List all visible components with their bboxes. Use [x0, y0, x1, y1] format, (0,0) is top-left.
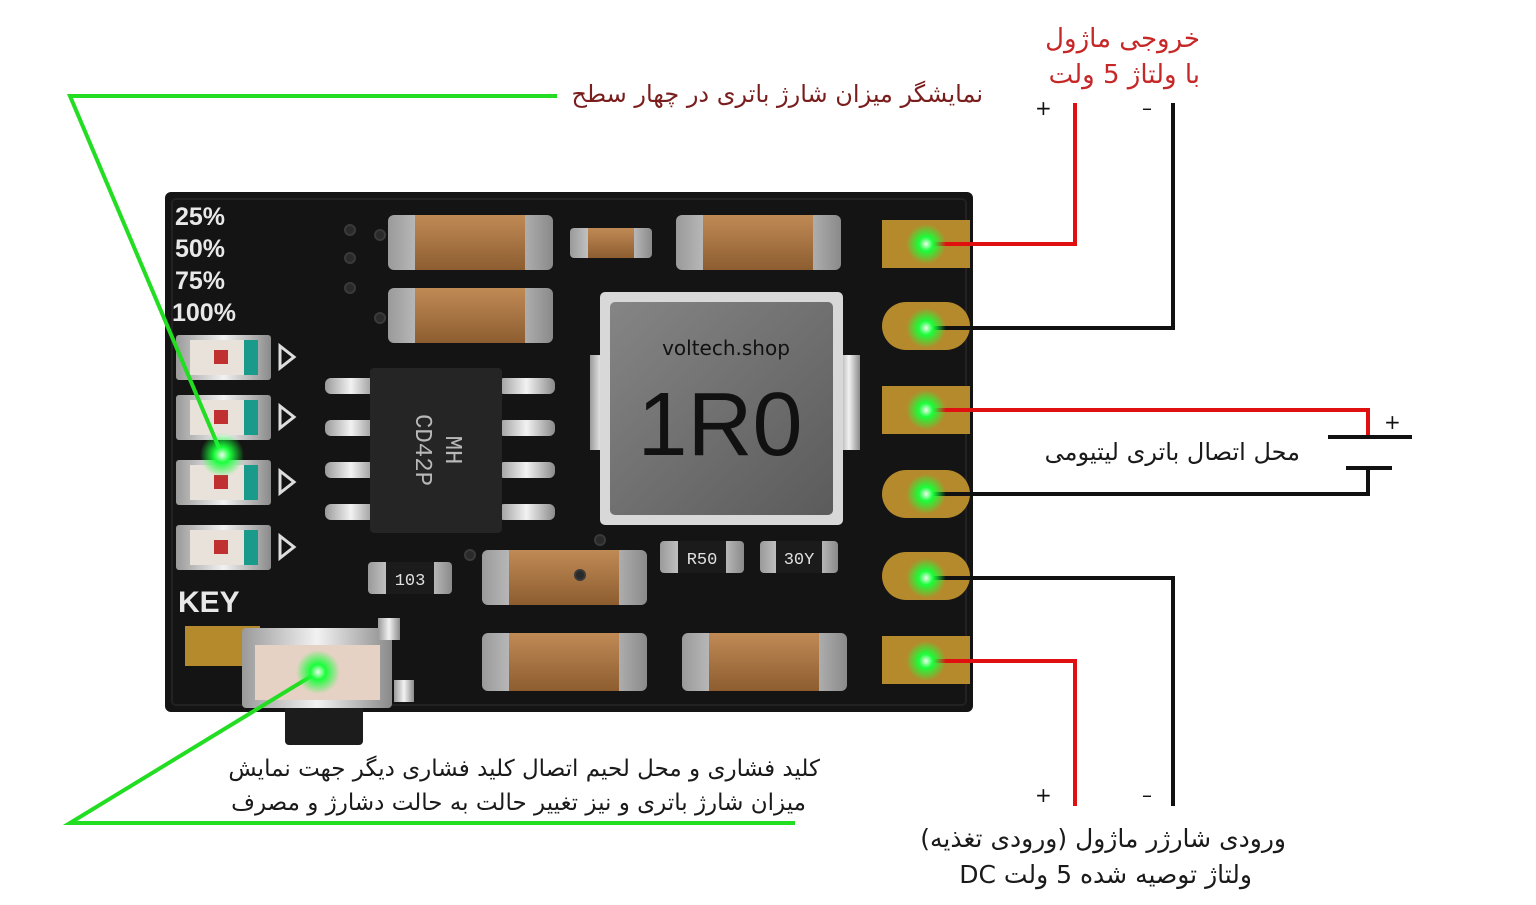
- battery-label: محل اتصال باتری لیتیومی: [1044, 438, 1300, 466]
- ic-chip: MH CD42P: [325, 368, 555, 533]
- resistors: 103 R50 30Y: [368, 541, 838, 594]
- key-label-line1: کلید فشاری و محل لحیم اتصال کلید فشاری د…: [228, 756, 820, 782]
- battery-plus-sign: +: [1384, 410, 1401, 434]
- input-label-line1: ورودی شارژر ماژول (ورودی تغذیه): [920, 824, 1286, 853]
- resistor-r50: R50: [660, 541, 744, 573]
- resistor-30y: 30Y: [760, 541, 838, 573]
- inductor-marking: 1R0: [637, 375, 802, 475]
- svg-text:R50: R50: [687, 551, 718, 570]
- capacitors: [388, 215, 847, 691]
- input-minus-sign: –: [1142, 783, 1152, 807]
- output-label-line2: با ولتاژ 5 ولت: [1048, 60, 1200, 90]
- capacitor-c1: [388, 215, 553, 270]
- pointer-indicator: [66, 94, 557, 456]
- output-plus-sign: +: [1035, 96, 1052, 120]
- capacitor-c3: [570, 228, 652, 258]
- wire-output-minus: [926, 103, 1175, 330]
- pointer-lines: [62, 94, 795, 825]
- svg-text:103: 103: [395, 572, 426, 591]
- ic-marking-line1: MH: [438, 436, 465, 465]
- indicator-label: نمایشگر میزان شارژ باتری در چهار سطح: [571, 80, 983, 108]
- vias: [344, 224, 606, 581]
- resistor-103: 103: [368, 562, 452, 594]
- output-minus-sign: –: [1142, 96, 1152, 120]
- wires: [926, 103, 1370, 806]
- capacitor-c6: [482, 633, 647, 691]
- wire-input-minus: [926, 576, 1175, 806]
- capacitor-c7: [682, 633, 847, 691]
- battery-symbol: [1328, 435, 1412, 470]
- wire-battery-minus: [926, 468, 1370, 496]
- capacitor-c5: [482, 550, 647, 605]
- level-25-label: 25%: [175, 203, 225, 231]
- wire-battery-plus: [926, 408, 1370, 437]
- svg-text:30Y: 30Y: [784, 551, 815, 570]
- input-label-line2: ولتاژ توصیه شده 5 ولت DC: [959, 860, 1252, 889]
- pointer-key: [62, 670, 795, 825]
- inductor: voltech.shop 1R0: [590, 292, 860, 525]
- output-label-line1: خروجی ماژول: [1045, 24, 1200, 54]
- battery-level-labels: 25% 50% 75% 100%: [172, 203, 236, 327]
- led-75: [176, 460, 297, 505]
- wire-input-plus: [926, 659, 1077, 806]
- led-100: [176, 525, 297, 570]
- ic-marking-line2: CD42P: [408, 414, 435, 486]
- capacitor-c2: [388, 288, 553, 343]
- watermark-text: voltech.shop: [662, 336, 790, 360]
- key-silkscreen: KEY: [178, 586, 240, 619]
- level-100-label: 100%: [172, 299, 236, 327]
- highlight-dots: [200, 224, 946, 694]
- key-label-line2: میزان شارژ باتری و نیز تغییر حالت به حال…: [231, 790, 806, 816]
- capacitor-c4: [676, 215, 841, 270]
- level-50-label: 50%: [175, 235, 225, 263]
- input-plus-sign: +: [1035, 783, 1052, 807]
- wire-output-plus: [926, 103, 1077, 246]
- level-75-label: 75%: [175, 267, 225, 295]
- led-25: [176, 335, 297, 380]
